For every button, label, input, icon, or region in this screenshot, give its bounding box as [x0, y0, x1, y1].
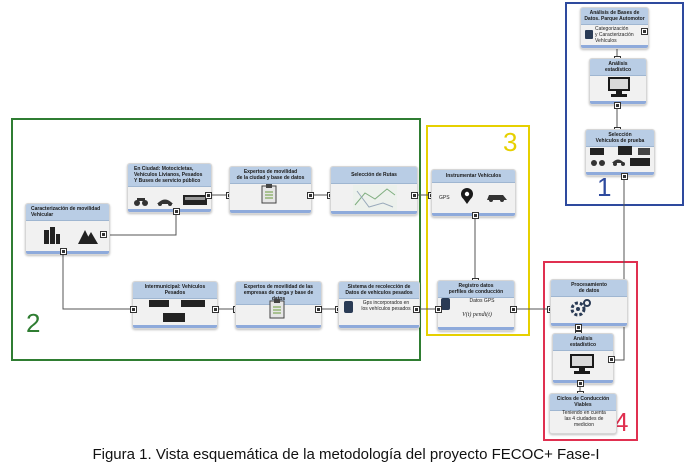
- box-text: Teniendo en cuenta las 4 ciudades de med…: [562, 410, 606, 428]
- port: [173, 208, 180, 215]
- box-footer: [586, 172, 654, 175]
- box-registro: Registro datos perfiles de conducción Da…: [437, 280, 515, 331]
- box-analisis-estadistico-4: Análisis estadístico: [552, 333, 614, 384]
- box-footer: [128, 209, 211, 212]
- box-formula: V(t) pendi(t): [462, 312, 492, 318]
- port: [130, 306, 137, 313]
- location-pin-icon: [461, 188, 473, 204]
- box-title: Expertos de movilidad de la ciudad y bas…: [230, 167, 311, 184]
- phone-icon: [441, 298, 450, 310]
- box-footer: [551, 323, 627, 326]
- box-seleccion-rutas: Selección de Rutas: [330, 166, 418, 215]
- port: [577, 380, 584, 387]
- bus-icon: [585, 30, 593, 39]
- phone-icon: [344, 301, 353, 313]
- box-footer: [339, 325, 419, 328]
- box-seleccion-vehiculos: Selección Vehículos de prueba: [585, 129, 655, 176]
- port: [315, 306, 322, 313]
- box-footer: [581, 45, 648, 48]
- port: [413, 306, 420, 313]
- box-footer: [26, 251, 109, 254]
- computer-icon: [608, 77, 630, 97]
- box-footer: [331, 211, 417, 214]
- box-en-ciudad: En Ciudad: Motocicletas, Vehículos Livia…: [127, 163, 212, 213]
- box-title: Sistema de recolección de Datos de vehíc…: [339, 282, 419, 299]
- port: [205, 192, 212, 199]
- clipboard-icon: [269, 299, 285, 319]
- gear-icon: [570, 299, 591, 317]
- box-title: Caracterización de movilidad Vehicular: [26, 204, 109, 221]
- box-title: Análisis estadístico: [590, 59, 646, 76]
- group-3-frame: [426, 125, 530, 336]
- port: [100, 231, 107, 238]
- box-footer: [236, 325, 321, 328]
- box-analisis-estadistico-1: Análisis estadístico: [589, 58, 647, 105]
- port: [575, 324, 582, 331]
- box-instrumentar: Instrumentar Vehículos GPS: [431, 169, 516, 217]
- box-title: Instrumentar Vehículos: [432, 170, 515, 183]
- port: [510, 306, 517, 313]
- port: [621, 173, 628, 180]
- port: [307, 192, 314, 199]
- group-2-number: 2: [26, 308, 41, 338]
- box-intermunicipal: Intermunicipal: Vehículos Pesados: [132, 281, 218, 329]
- port: [60, 248, 67, 255]
- group-4-frame: [543, 261, 638, 441]
- box-text: Categorización y Caracterización Vehícul…: [595, 26, 634, 44]
- clipboard-icon: [261, 184, 277, 204]
- trucks-icon: [149, 300, 205, 322]
- box-expertos-ciudad: Expertos de movilidad de la ciudad y bas…: [229, 166, 312, 214]
- box-footer: [133, 325, 217, 328]
- box-text: GPS: [439, 195, 450, 201]
- box-text: Gps incorporados en los vehículos pesado…: [361, 300, 411, 312]
- car-icon: [487, 195, 507, 202]
- box-title: Intermunicipal: Vehículos Pesados: [133, 282, 217, 299]
- box-title: Análisis de Bases de Datos. Parque Autom…: [581, 8, 648, 25]
- box-expertos-carga: Expertos de movilidad de las empresas de…: [235, 281, 322, 329]
- city-nature-icon: [44, 227, 98, 244]
- box-footer: [438, 327, 514, 330]
- box-title: Análisis estadístico: [553, 334, 613, 351]
- vehicles-icon: [590, 146, 650, 166]
- box-procesamiento: Procesamiento de datos: [550, 279, 628, 327]
- box-text: Datos GPS: [469, 298, 495, 304]
- box-analisis-bases-datos: Análisis de Bases de Datos. Parque Autom…: [580, 7, 649, 49]
- computer-icon: [570, 354, 594, 374]
- box-footer: [230, 210, 311, 213]
- route-map-icon: [353, 185, 397, 211]
- port: [614, 102, 621, 109]
- box-title: Registro datos perfiles de conducción: [438, 281, 514, 298]
- figure-caption: Figura 1. Vista esquemática de la metodo…: [92, 446, 600, 463]
- box-sistema-recoleccion: Sistema de recolección de Datos de vehíc…: [338, 281, 420, 329]
- port: [435, 306, 442, 313]
- group-3-number: 3: [503, 127, 518, 157]
- box-title: En Ciudad: Motocicletas, Vehículos Livia…: [128, 164, 211, 187]
- box-title: Ciclos de Conducción Viables: [550, 394, 616, 411]
- box-ciclos: Ciclos de Conducción Viables Teniendo en…: [549, 393, 617, 434]
- group-1-number: 1: [597, 172, 612, 202]
- port: [608, 356, 615, 363]
- group-4-number: 4: [614, 407, 629, 437]
- port: [411, 192, 418, 199]
- group-2-frame: [11, 118, 421, 361]
- box-caracterizacion: Caracterización de movilidad Vehicular: [25, 203, 110, 255]
- port: [472, 212, 479, 219]
- port: [212, 306, 219, 313]
- box-title: Procesamiento de datos: [551, 280, 627, 297]
- city-vehicles-icon: [134, 195, 207, 206]
- box-title: Selección de Rutas: [331, 167, 417, 184]
- port: [641, 28, 648, 35]
